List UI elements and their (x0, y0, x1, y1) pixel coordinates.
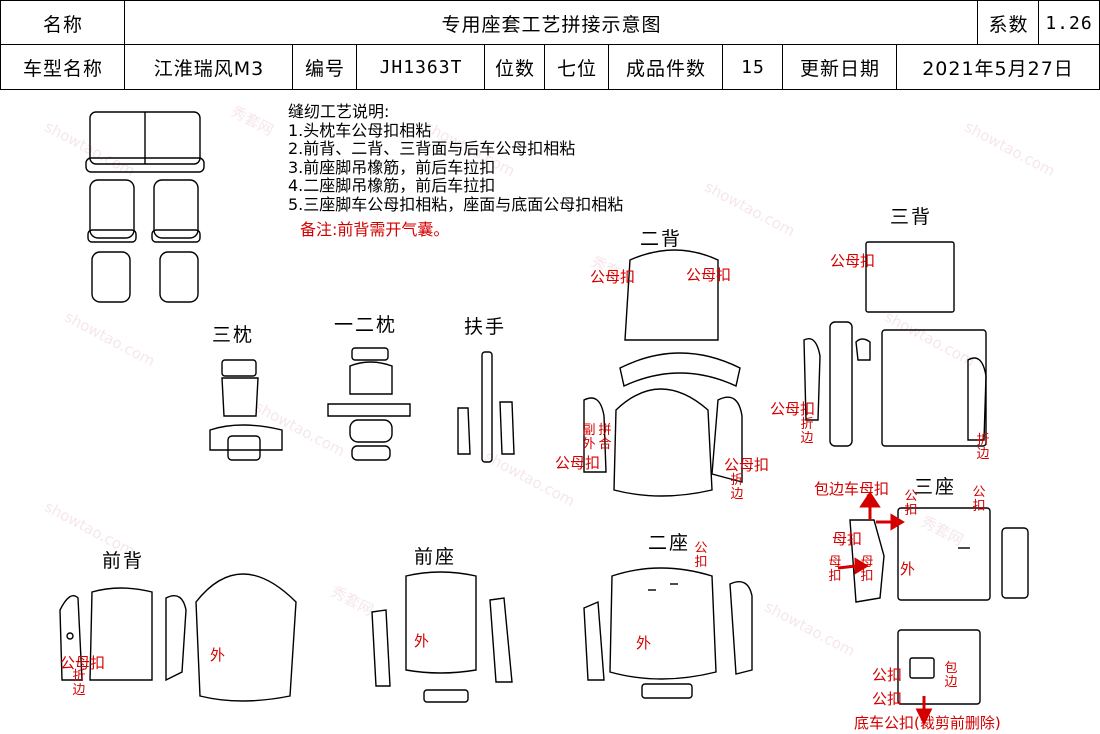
annotation-gmk: 公母扣 (686, 266, 732, 284)
label-pillow3: 三枕 (212, 324, 255, 346)
label-armrest: 扶手 (464, 316, 507, 338)
annotation-wai: 外 (210, 646, 226, 664)
coef-label-cell: 系数 (977, 0, 1040, 46)
third-row-back-pieces (803, 241, 987, 447)
note-item: 3.前座脚吊橡筋，前后车拉扣 (288, 157, 496, 177)
model-value-cell: 江淮瑞风M3 (124, 44, 294, 90)
note-item: 1.头枕车公母扣相粘 (288, 120, 432, 140)
pattern-drawing (59, 111, 1029, 726)
annotation-fuwai: 副外 (582, 423, 596, 452)
annotation-wai: 外 (900, 560, 916, 578)
name-label: 名称 (42, 13, 83, 36)
annotation-gk: 公扣 (972, 485, 986, 514)
label-front-back: 前背 (102, 550, 145, 572)
label-back2: 二背 (640, 228, 683, 250)
front-back-pieces (59, 573, 297, 702)
annotation-gmk: 公母扣 (770, 400, 816, 418)
annotation-gmk: 公母扣 (830, 252, 876, 270)
annotation-zhebian: 折边 (72, 669, 86, 698)
seat-label: 位数 (494, 57, 535, 80)
date-label: 更新日期 (799, 57, 880, 80)
page-title: 专用座套工艺拼接示意图 (441, 13, 662, 36)
code-label-cell: 编号 (292, 44, 358, 90)
front-headrest-pieces (327, 347, 411, 461)
model-label-cell: 车型名称 (0, 44, 126, 90)
second-row-seat-pieces (583, 567, 753, 699)
annotation-gmk: 公母扣 (555, 454, 601, 472)
coef-value-cell: 1.26 (1038, 0, 1100, 46)
annotation-wai: 外 (414, 632, 430, 650)
label-seat2: 二座 (648, 532, 691, 554)
pieces-label: 成品件数 (625, 57, 706, 80)
annotation-gk: 公扣 (872, 666, 903, 684)
note-item: 5.三座脚车公母扣相粘，座面与底面公母扣相粘 (288, 194, 624, 214)
annotation-zhebian: 折边 (800, 417, 814, 446)
date-value-cell: 2021年5月27日 (896, 44, 1100, 90)
sewing-notes: 缝纫工艺说明: 1.头枕车公母扣相粘 2.前背、二背、三背面与后车公母扣相粘 3… (288, 102, 624, 214)
label-pillow12: 一二枕 (334, 314, 398, 336)
label-front-seat: 前座 (414, 546, 457, 568)
rear-headrest-pieces (209, 359, 283, 461)
coef-label: 系数 (988, 13, 1029, 36)
date-value: 2021年5月27日 (922, 57, 1074, 80)
code-value-cell: JH1363T (356, 44, 486, 90)
title-cell: 专用座套工艺拼接示意图 (124, 0, 979, 46)
model-value: 江淮瑞风M3 (153, 57, 265, 80)
note-item: 4.二座脚吊橡筋，前后车拉扣 (288, 176, 496, 195)
note-item: 2.前背、二背、三背面与后车公母扣相粘 (288, 139, 576, 158)
seat-overview-thumbnail (85, 111, 205, 303)
remark: 备注:前背需开气囊。 (300, 220, 450, 239)
code-label: 编号 (304, 57, 345, 80)
model-label: 车型名称 (22, 57, 103, 80)
armrest-pieces (457, 351, 515, 463)
code-value: JH1363T (379, 56, 463, 78)
seat-value-cell: 七位 (544, 44, 610, 90)
date-label-cell: 更新日期 (782, 44, 898, 90)
annotation-zhebian: 折边 (730, 473, 744, 502)
coef-value: 1.26 (1045, 12, 1093, 34)
annotation-gk: 公扣 (904, 489, 918, 518)
annotation-mk: 母扣 (832, 530, 863, 548)
notes-heading: 缝纫工艺说明: (288, 102, 390, 121)
pieces-label-cell: 成品件数 (608, 44, 724, 90)
third-row-seat-pieces (849, 507, 1029, 705)
annotation-mk: 母扣 (860, 555, 874, 584)
name-label-cell: 名称 (0, 0, 126, 46)
header-table: 名称 专用座套工艺拼接示意图 系数 1.26 车型名称 江淮瑞风M3 编号 JH… (0, 0, 1100, 90)
annotation-gmk: 公母扣 (590, 268, 636, 286)
front-seat-pieces (371, 571, 513, 703)
seat-label-cell: 位数 (484, 44, 546, 90)
second-row-back-pieces (583, 249, 743, 497)
annotation-gmk: 公母扣 (724, 456, 770, 474)
annotation-bottom-note: 底车公扣(裁剪前删除) (854, 714, 1001, 732)
annotation-baobian-chemk: 包边车母扣 (814, 480, 890, 498)
annotation-wai: 外 (636, 634, 652, 652)
label-seat3: 三座 (914, 476, 957, 498)
annotation-pinghe: 拼合 (598, 423, 612, 452)
annotation-baobian: 包边 (944, 661, 958, 690)
seat-value: 七位 (556, 57, 597, 80)
annotation-gmk: 公母扣 (60, 654, 106, 672)
annotation-gk: 公扣 (694, 541, 708, 570)
annotation-zhebian: 折边 (976, 433, 990, 462)
arrow-markers (837, 491, 933, 726)
label-back3: 三背 (890, 206, 933, 228)
annotation-mk: 母扣 (828, 555, 842, 584)
pieces-value-cell: 15 (722, 44, 784, 90)
annotation-gk: 公扣 (872, 690, 903, 708)
pieces-value: 15 (741, 56, 765, 78)
